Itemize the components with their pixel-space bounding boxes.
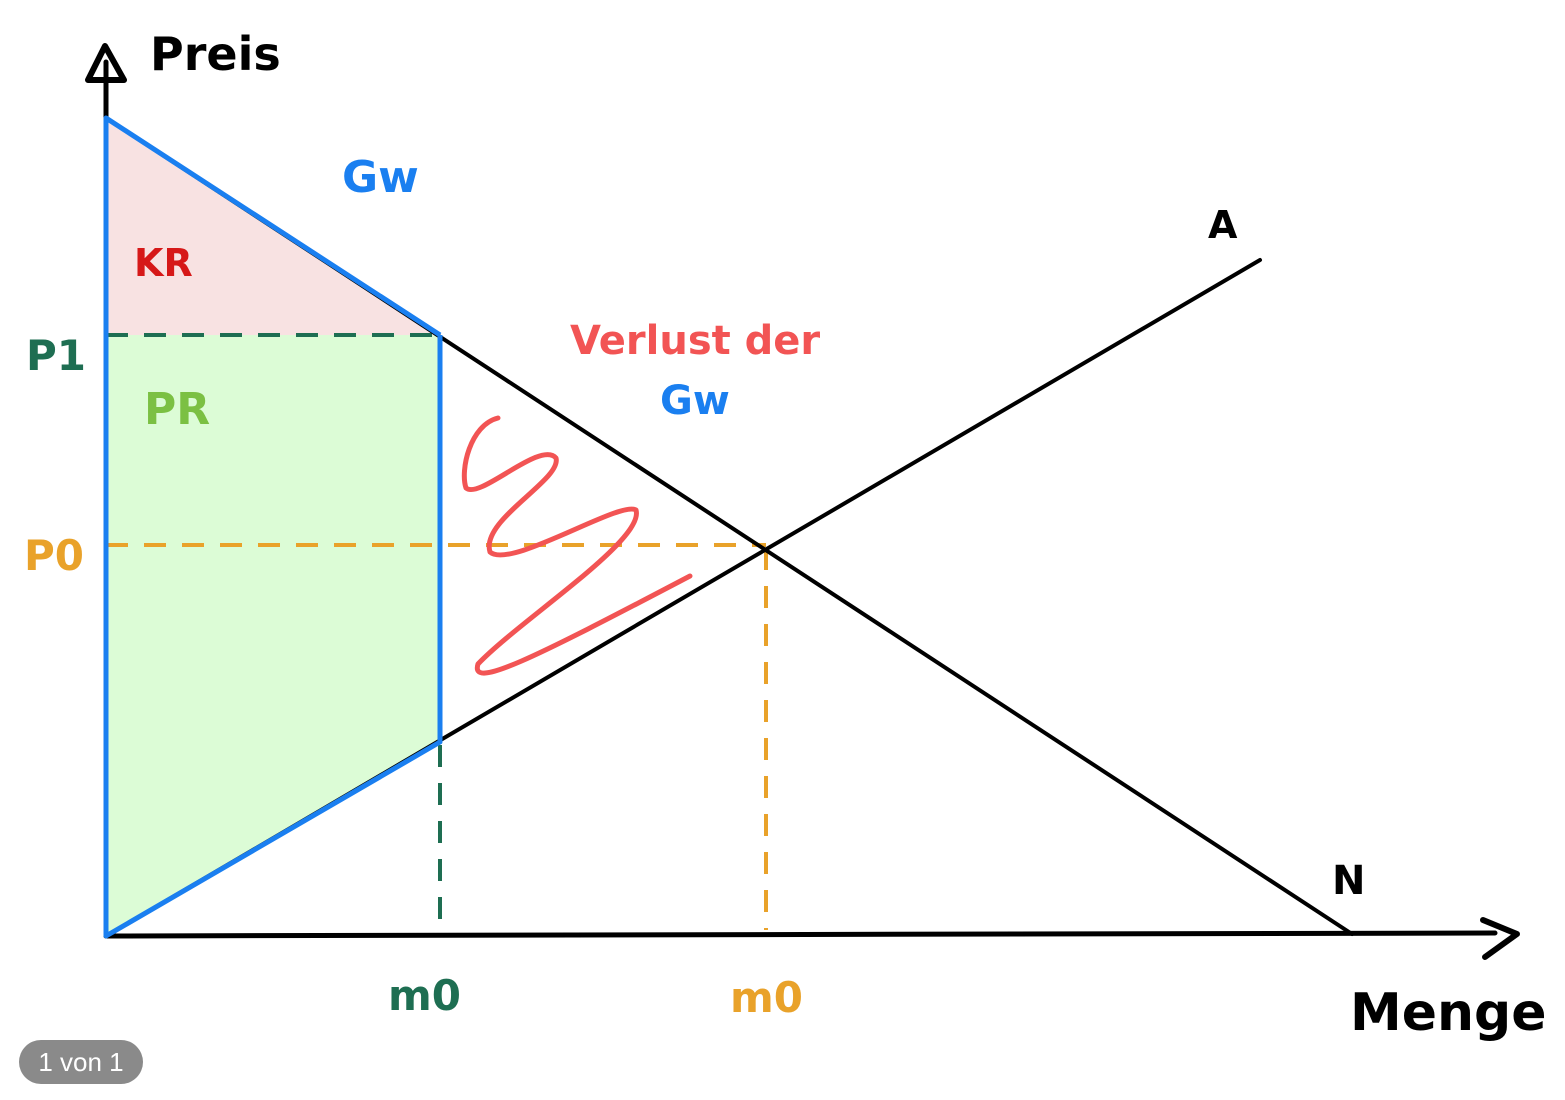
x-axis-arrow-icon	[1480, 917, 1520, 960]
price-p0-label: P0	[24, 531, 84, 580]
demand-curve-label: N	[1332, 858, 1365, 904]
loss-scribble-icon	[461, 415, 693, 676]
y-axis-arrow-icon	[85, 43, 127, 83]
producer-rent-label: PR	[144, 384, 210, 435]
welfare-label: Gw	[342, 152, 419, 203]
quantity-m1-label: m0	[388, 971, 461, 1020]
welfare-loss-label-line2: Gw	[660, 378, 730, 424]
welfare-outline	[103, 115, 443, 939]
producer-rent-area	[106, 335, 440, 936]
consumer-rent-label: KR	[134, 241, 193, 285]
x-axis-label: Menge	[1350, 983, 1547, 1043]
x-axis	[103, 930, 1498, 939]
supply-curve-label: A	[1208, 203, 1238, 247]
welfare-loss-label-line1: Verlust der	[570, 318, 820, 364]
price-p1-label: P1	[26, 331, 86, 380]
y-axis-label: Preis	[150, 27, 281, 81]
page-indicator: 1 von 1	[19, 1040, 143, 1084]
quantity-m0-label: m0	[730, 973, 803, 1022]
